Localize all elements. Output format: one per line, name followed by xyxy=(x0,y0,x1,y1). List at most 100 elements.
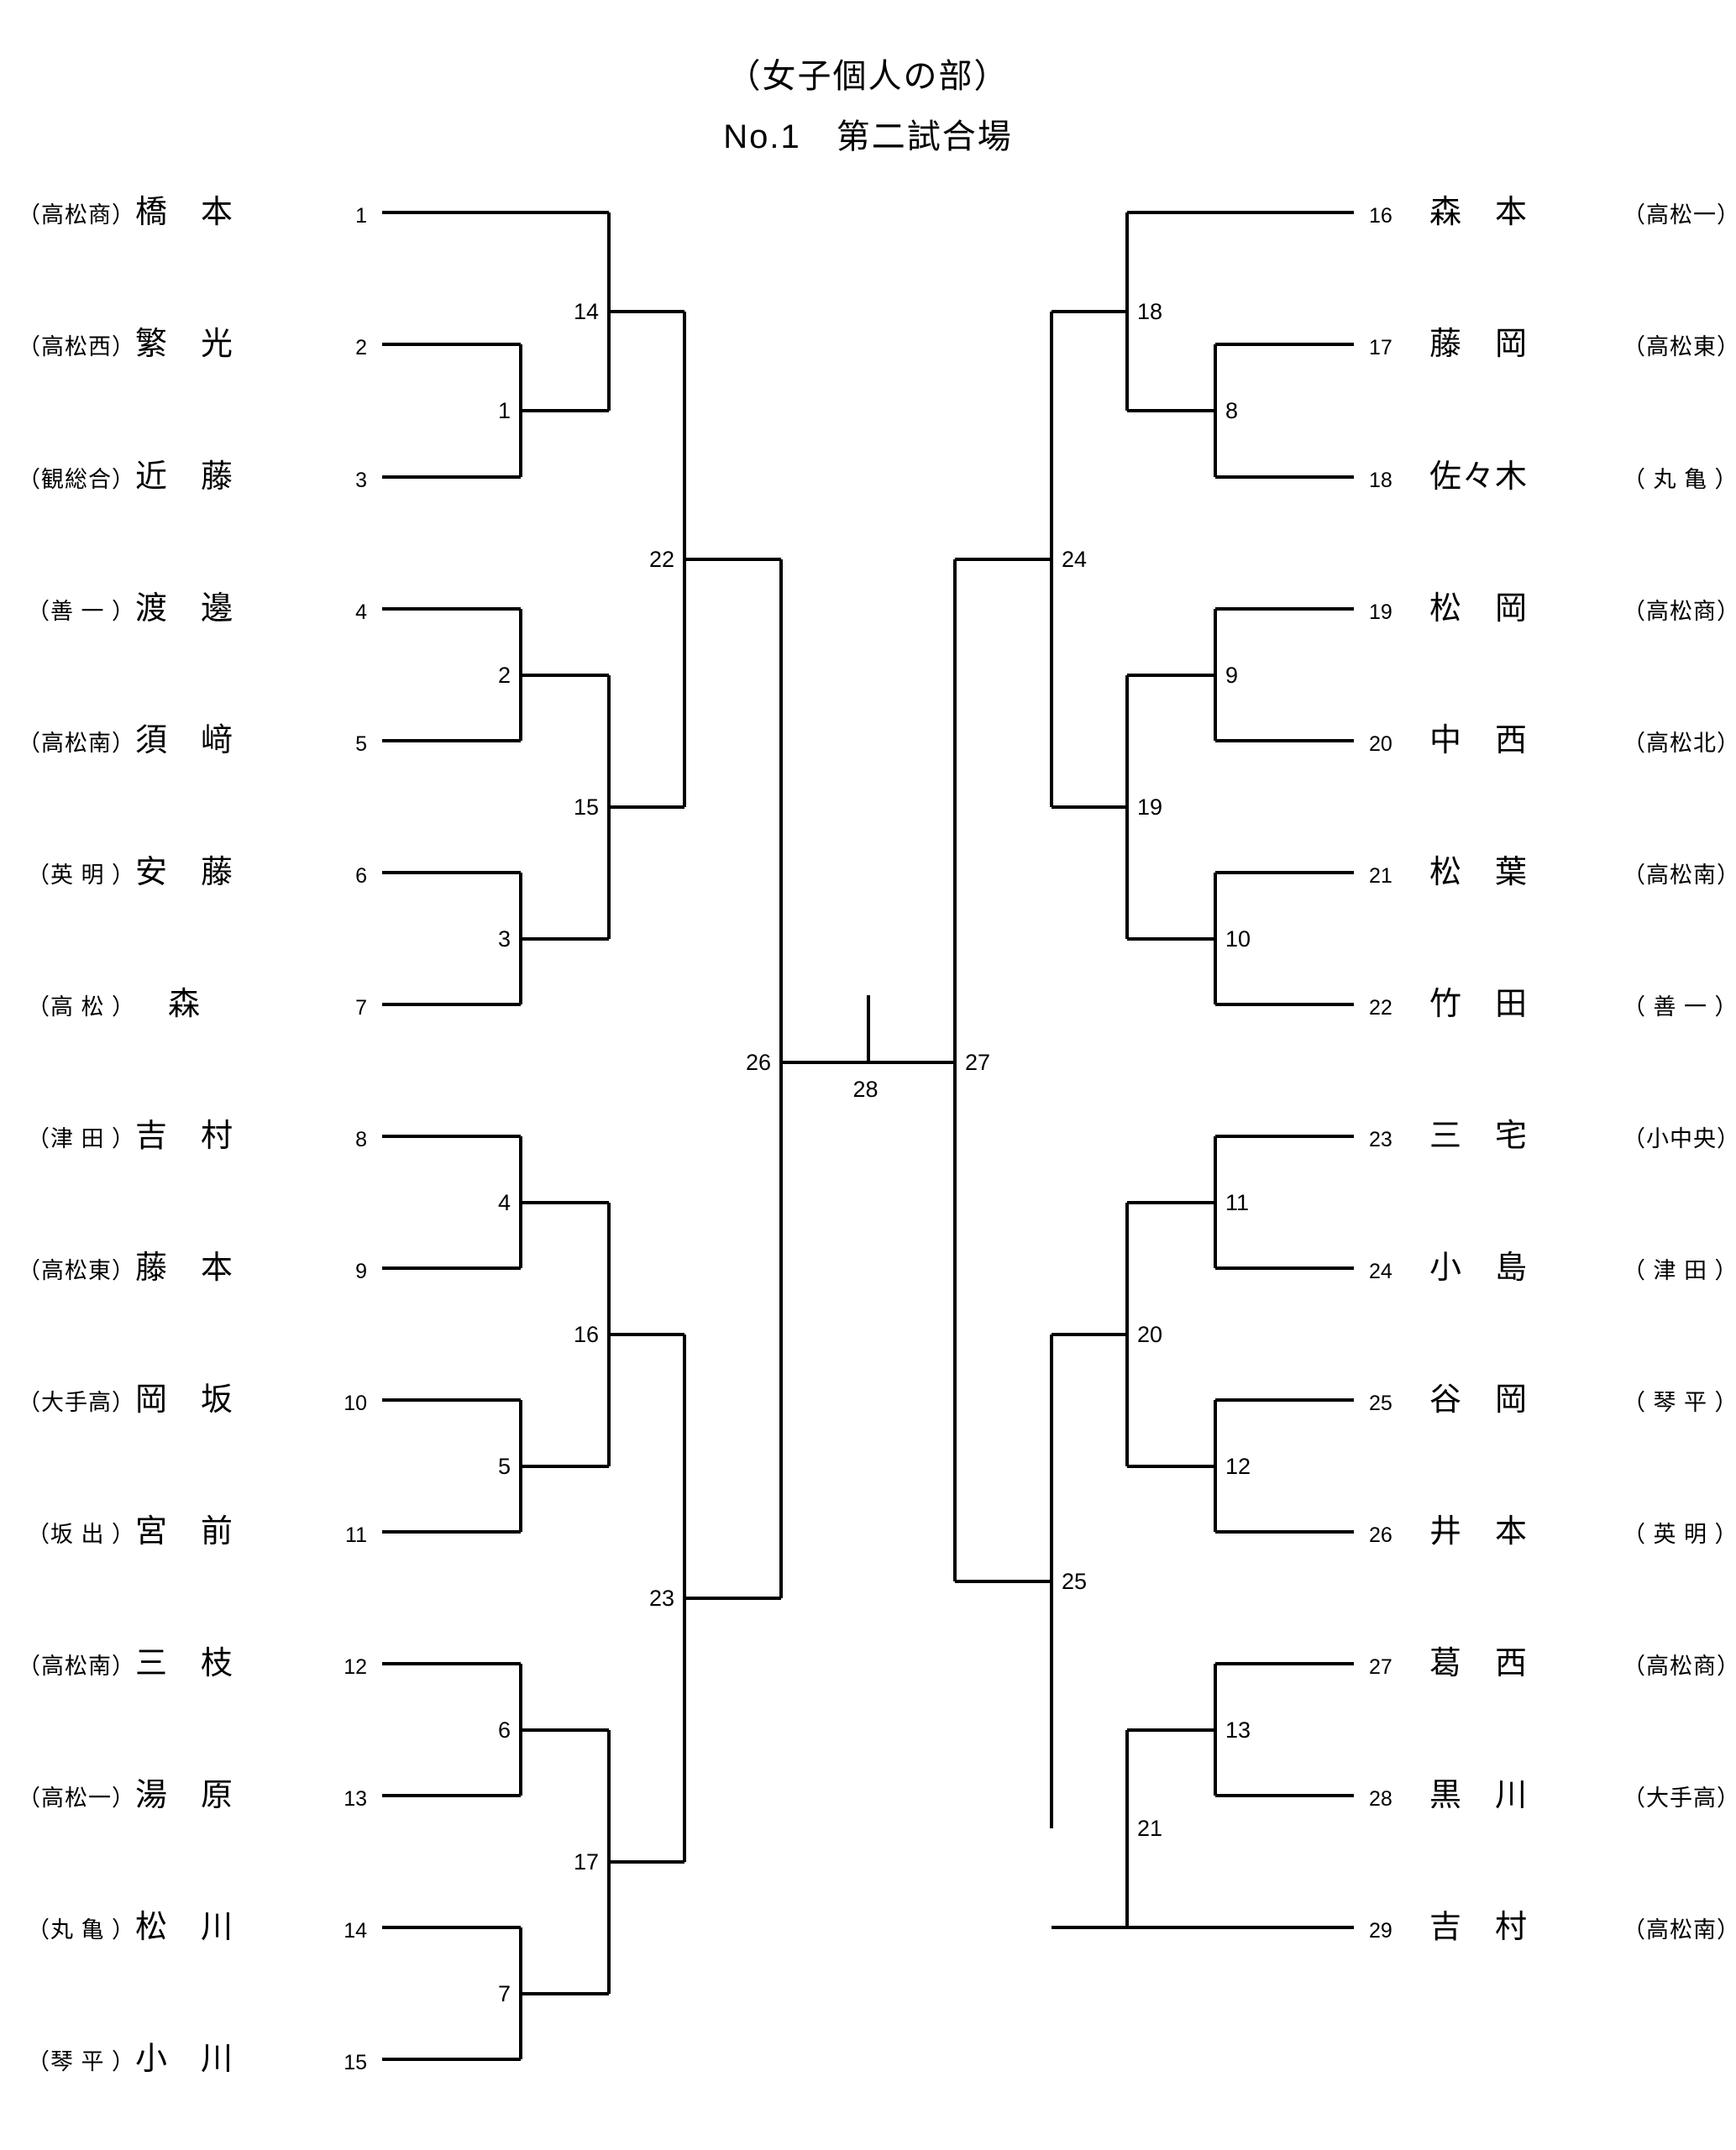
seed-line-5 xyxy=(382,739,521,742)
entry-affiliation: （大手高） xyxy=(18,1390,135,1415)
seed-line-4 xyxy=(382,607,521,611)
entry-name: 森 xyxy=(135,987,202,1022)
entry-seed-number: 27 xyxy=(1369,1655,1392,1679)
page-title-category: （女子個人の部） xyxy=(726,58,1010,95)
match-bar-m19 xyxy=(1125,674,1129,939)
winner-line-m15 xyxy=(609,805,684,809)
seed-line-16 xyxy=(1127,211,1354,214)
winner-line-m6 xyxy=(521,1728,609,1732)
entry-affiliation: （津 田 ） xyxy=(26,1126,135,1151)
seed-line-21 xyxy=(1215,871,1354,874)
left-entry-row: （高松南）須 﨑 5 xyxy=(0,721,367,760)
entry-seed-number: 18 xyxy=(1369,469,1392,492)
entry-name: 宮 前 xyxy=(135,1514,234,1550)
match-number-m2: 2 xyxy=(497,662,511,688)
match-bar-m10 xyxy=(1214,873,1217,1004)
entry-affiliation: （高松商） xyxy=(1623,599,1736,624)
entry-name: 松 岡 xyxy=(1429,591,1529,627)
entry-name: 渡 邊 xyxy=(135,591,234,627)
entry-affiliation: （ 津 田 ） xyxy=(1623,1258,1736,1283)
entry-affiliation: （大手高） xyxy=(1623,1786,1736,1811)
entry-affiliation: （善 一 ） xyxy=(26,599,135,624)
winner-line-m10 xyxy=(1127,936,1215,941)
winner-line-m3 xyxy=(521,936,609,941)
match-number-m24: 24 xyxy=(1062,546,1088,572)
match-bar-m20 xyxy=(1125,1202,1129,1466)
seed-line-8 xyxy=(382,1135,521,1138)
entry-seed-number: 1 xyxy=(355,204,367,228)
entry-seed-number: 2 xyxy=(355,336,367,359)
entry-seed-number: 26 xyxy=(1369,1523,1392,1547)
winner-line-m22 xyxy=(684,557,781,561)
seed-line-17 xyxy=(1215,343,1354,346)
seed-line-29 xyxy=(1052,1926,1354,1929)
winner-line-m24 xyxy=(955,557,1052,561)
winner-line-seed29 xyxy=(1052,1926,1127,1929)
seed-line-3 xyxy=(382,475,521,479)
entry-seed-number: 21 xyxy=(1369,864,1392,888)
entry-affiliation: （高松南） xyxy=(18,1654,135,1679)
entry-name: 中 西 xyxy=(1429,723,1529,758)
seed-line-20 xyxy=(1215,739,1354,742)
entry-seed-number: 29 xyxy=(1369,1919,1392,1943)
entry-seed-number: 14 xyxy=(344,1919,367,1943)
entry-seed-number: 10 xyxy=(344,1392,367,1415)
winner-line-m18 xyxy=(1052,310,1127,313)
match-number-m28: 28 xyxy=(852,1077,878,1102)
seed-line-15 xyxy=(382,2058,521,2061)
entry-name: 岡 坂 xyxy=(135,1382,234,1418)
match-number-m4: 4 xyxy=(497,1189,511,1215)
match-number-m13: 13 xyxy=(1225,1717,1251,1743)
winner-line-m14 xyxy=(609,310,684,313)
seed-line-1 xyxy=(382,211,609,214)
seed-line-28 xyxy=(1215,1794,1354,1797)
match-bar-m25 xyxy=(1050,1334,1053,1829)
winner-line-m12 xyxy=(1127,1464,1215,1468)
entry-name: 谷 岡 xyxy=(1429,1382,1529,1418)
entry-seed-number: 12 xyxy=(344,1655,367,1679)
entry-affiliation: （ 琴 平 ） xyxy=(1623,1390,1736,1415)
match-number-m11: 11 xyxy=(1225,1189,1250,1215)
entry-name: 須 﨑 xyxy=(135,723,234,758)
match-number-m5: 5 xyxy=(497,1453,511,1479)
seed-line-26 xyxy=(1215,1530,1354,1534)
winner-line-m20 xyxy=(1052,1332,1127,1336)
match-number-m27: 27 xyxy=(965,1050,991,1075)
entry-affiliation: （高松南） xyxy=(18,731,135,756)
entry-seed-number: 4 xyxy=(355,600,367,624)
match-bar-m9 xyxy=(1214,609,1217,741)
match-bar-m21 xyxy=(1125,1729,1129,1927)
page-title-venue: No.1 第二試合場 xyxy=(723,118,1013,155)
seed-line-18 xyxy=(1215,475,1354,479)
entry-affiliation: （ 丸 亀 ） xyxy=(1623,467,1736,492)
match-bar-m27 xyxy=(953,558,957,1581)
entry-name: 佐々木 xyxy=(1429,459,1529,495)
match-number-m12: 12 xyxy=(1225,1453,1251,1479)
seed-line-2 xyxy=(382,343,521,346)
entry-seed-number: 8 xyxy=(355,1128,367,1151)
entry-seed-number: 3 xyxy=(355,469,367,492)
entry-affiliation: （坂 出 ） xyxy=(26,1522,135,1547)
entry-seed-number: 5 xyxy=(355,732,367,756)
entry-name: 葛 西 xyxy=(1429,1646,1529,1681)
entry-name: 竹 田 xyxy=(1429,987,1529,1022)
match-number-m16: 16 xyxy=(573,1321,599,1347)
winner-line-m8 xyxy=(1127,409,1215,412)
match-number-m18: 18 xyxy=(1137,299,1163,324)
match-number-m10: 10 xyxy=(1225,926,1251,952)
champion-stub xyxy=(866,995,870,1062)
match-bar-m11 xyxy=(1214,1136,1217,1268)
entry-name: 松 川 xyxy=(135,1910,234,1945)
entry-affiliation: （観総合） xyxy=(18,467,135,492)
